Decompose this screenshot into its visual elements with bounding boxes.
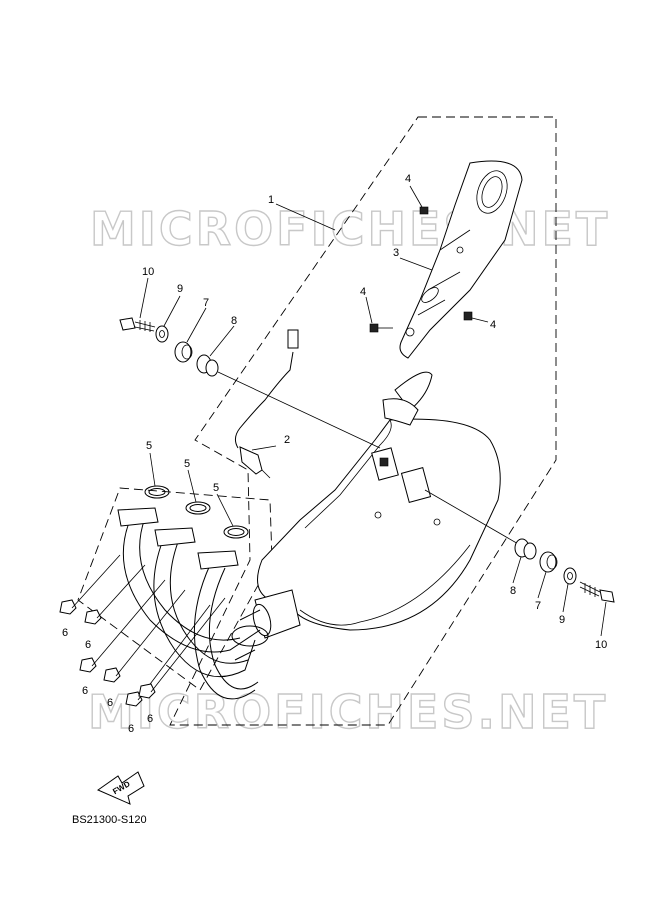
gasket-5-c[interactable] [223,525,249,539]
leader-collar-left [217,371,381,449]
bolt-10-left[interactable] [119,317,156,332]
callout-6-a: 6 [62,627,68,639]
bolt-10-right[interactable] [579,581,615,603]
oxygen-sensor[interactable] [234,329,299,479]
exhaust-flange-2[interactable] [154,527,196,547]
callout-2: 2 [284,434,290,446]
callout-6-f: 6 [147,713,153,725]
gasket-5-b[interactable] [185,501,211,515]
washer-9-left[interactable] [155,325,169,343]
callout-6-d: 6 [107,697,113,709]
callout-6-c: 6 [82,685,88,697]
gasket-5-a[interactable] [144,485,170,499]
forward-arrow-icon: FWD [96,771,145,805]
callout-10-left: 10 [142,266,154,278]
manifold-outline [77,487,273,691]
collar-8-right[interactable] [514,538,537,560]
exhaust-manifold[interactable] [122,517,269,700]
damper-7-right[interactable] [539,551,558,573]
callout-4-top: 4 [405,173,411,185]
callout-4-right: 4 [490,319,496,331]
collar-8-left[interactable] [196,354,219,377]
callout-8-left: 8 [231,315,237,327]
muffler[interactable] [250,371,501,639]
leader-collar-right [424,489,521,546]
watermark-bottom: MICROFICHES.NET [88,685,608,739]
bolt-4-right[interactable] [463,311,473,321]
callout-9-right: 9 [559,614,565,626]
nut-6-d[interactable] [103,589,186,683]
exhaust-flange-3[interactable] [197,550,239,570]
callout-6-e: 6 [128,723,134,735]
nut-6-c[interactable] [79,579,166,673]
bolt-4-left[interactable] [369,323,393,333]
callout-10-right: 10 [595,639,607,651]
assembly-outline [169,116,557,726]
washer-9-right[interactable] [563,567,577,585]
damper-7-left[interactable] [174,341,193,363]
watermark-top: MICROFICHES.NET [90,202,610,256]
exhaust-flange-1[interactable] [117,507,159,527]
nut-6-a[interactable] [59,554,121,615]
callout-4-left: 4 [360,286,366,298]
nut-6-b[interactable] [84,564,146,625]
callout-5-a: 5 [146,440,152,452]
callout-3: 3 [393,247,399,259]
callout-7-left: 7 [203,297,209,309]
callout-9-left: 9 [177,283,183,295]
callout-8-right: 8 [510,585,516,597]
bolt-4-top[interactable] [419,206,429,215]
callout-5-b: 5 [184,458,190,470]
reference-code: BS21300-S120 [72,814,147,826]
callout-5-c: 5 [213,482,219,494]
callout-1: 1 [268,194,274,206]
callout-6-b: 6 [85,639,91,651]
callout-leaders [139,185,607,637]
nut-6-f[interactable] [138,597,226,699]
heat-protector[interactable] [399,160,523,359]
callout-7-right: 7 [535,600,541,612]
